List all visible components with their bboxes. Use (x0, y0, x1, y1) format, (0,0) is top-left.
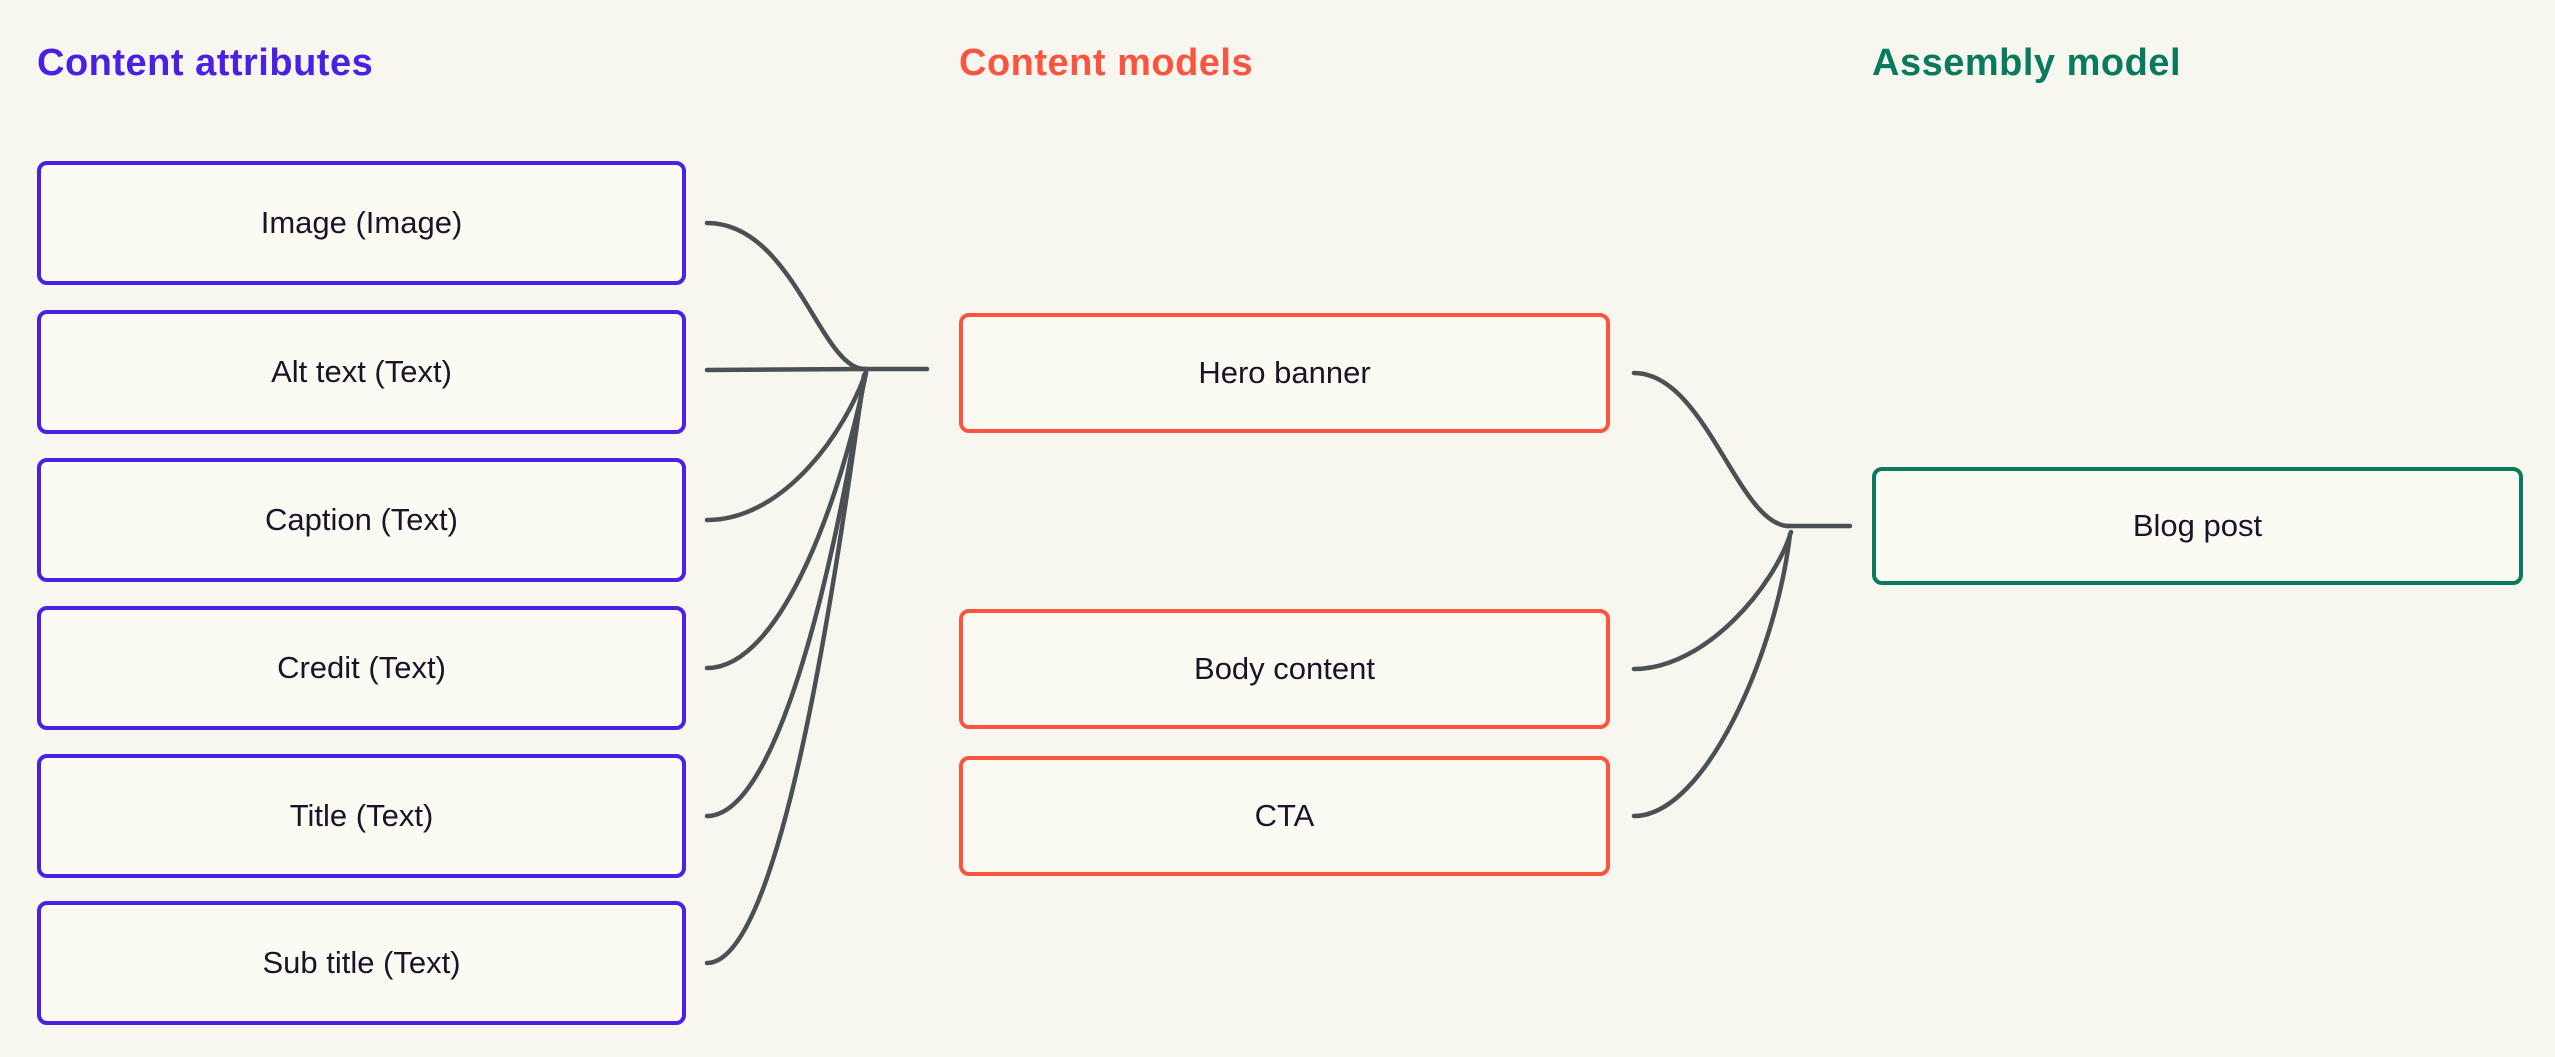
assembly-box-blog-post: Blog post (1872, 467, 2523, 585)
attribute-box-label: Image (Image) (260, 205, 463, 240)
attribute-box-alt-text: Alt text (Text) (37, 310, 686, 434)
column-header-content-attributes: Content attributes (37, 42, 374, 84)
attribute-box-label: Credit (Text) (277, 650, 446, 685)
model-box-hero-banner: Hero banner (959, 313, 1610, 433)
attribute-box-caption: Caption (Text) (37, 458, 686, 582)
attribute-box-label: Title (Text) (289, 798, 434, 833)
attribute-box-title: Title (Text) (37, 754, 686, 878)
connector-body-to-blog (1631, 529, 1794, 672)
attribute-box-sub-title: Sub title (Text) (37, 901, 686, 1025)
column-header-content-models: Content models (959, 42, 1254, 84)
column-header-assembly-model: Assembly model (1872, 42, 2181, 84)
model-box-label: Hero banner (1198, 355, 1371, 390)
attribute-box-label: Sub title (Text) (262, 945, 461, 980)
assembly-box-label: Blog post (2132, 508, 2263, 543)
connector-sub-title-to-hero (704, 372, 867, 966)
model-box-label: Body content (1194, 651, 1375, 686)
attribute-box-credit: Credit (Text) (37, 606, 686, 730)
attribute-box-label: Caption (Text) (265, 502, 458, 537)
connector-cta-to-blog (1631, 531, 1793, 819)
connector-title-to-hero (704, 371, 868, 819)
model-box-body-content: Body content (959, 609, 1610, 729)
attribute-box-image: Image (Image) (37, 161, 686, 285)
connector-alt-text-to-hero (704, 366, 869, 373)
connector-hero-to-blog (1631, 370, 1792, 529)
model-box-label: CTA (1254, 798, 1315, 833)
model-box-cta: CTA (959, 756, 1610, 876)
connector-caption-to-hero (704, 369, 869, 523)
connector-image-to-hero (704, 220, 867, 372)
attribute-box-label: Alt text (Text) (271, 354, 452, 389)
